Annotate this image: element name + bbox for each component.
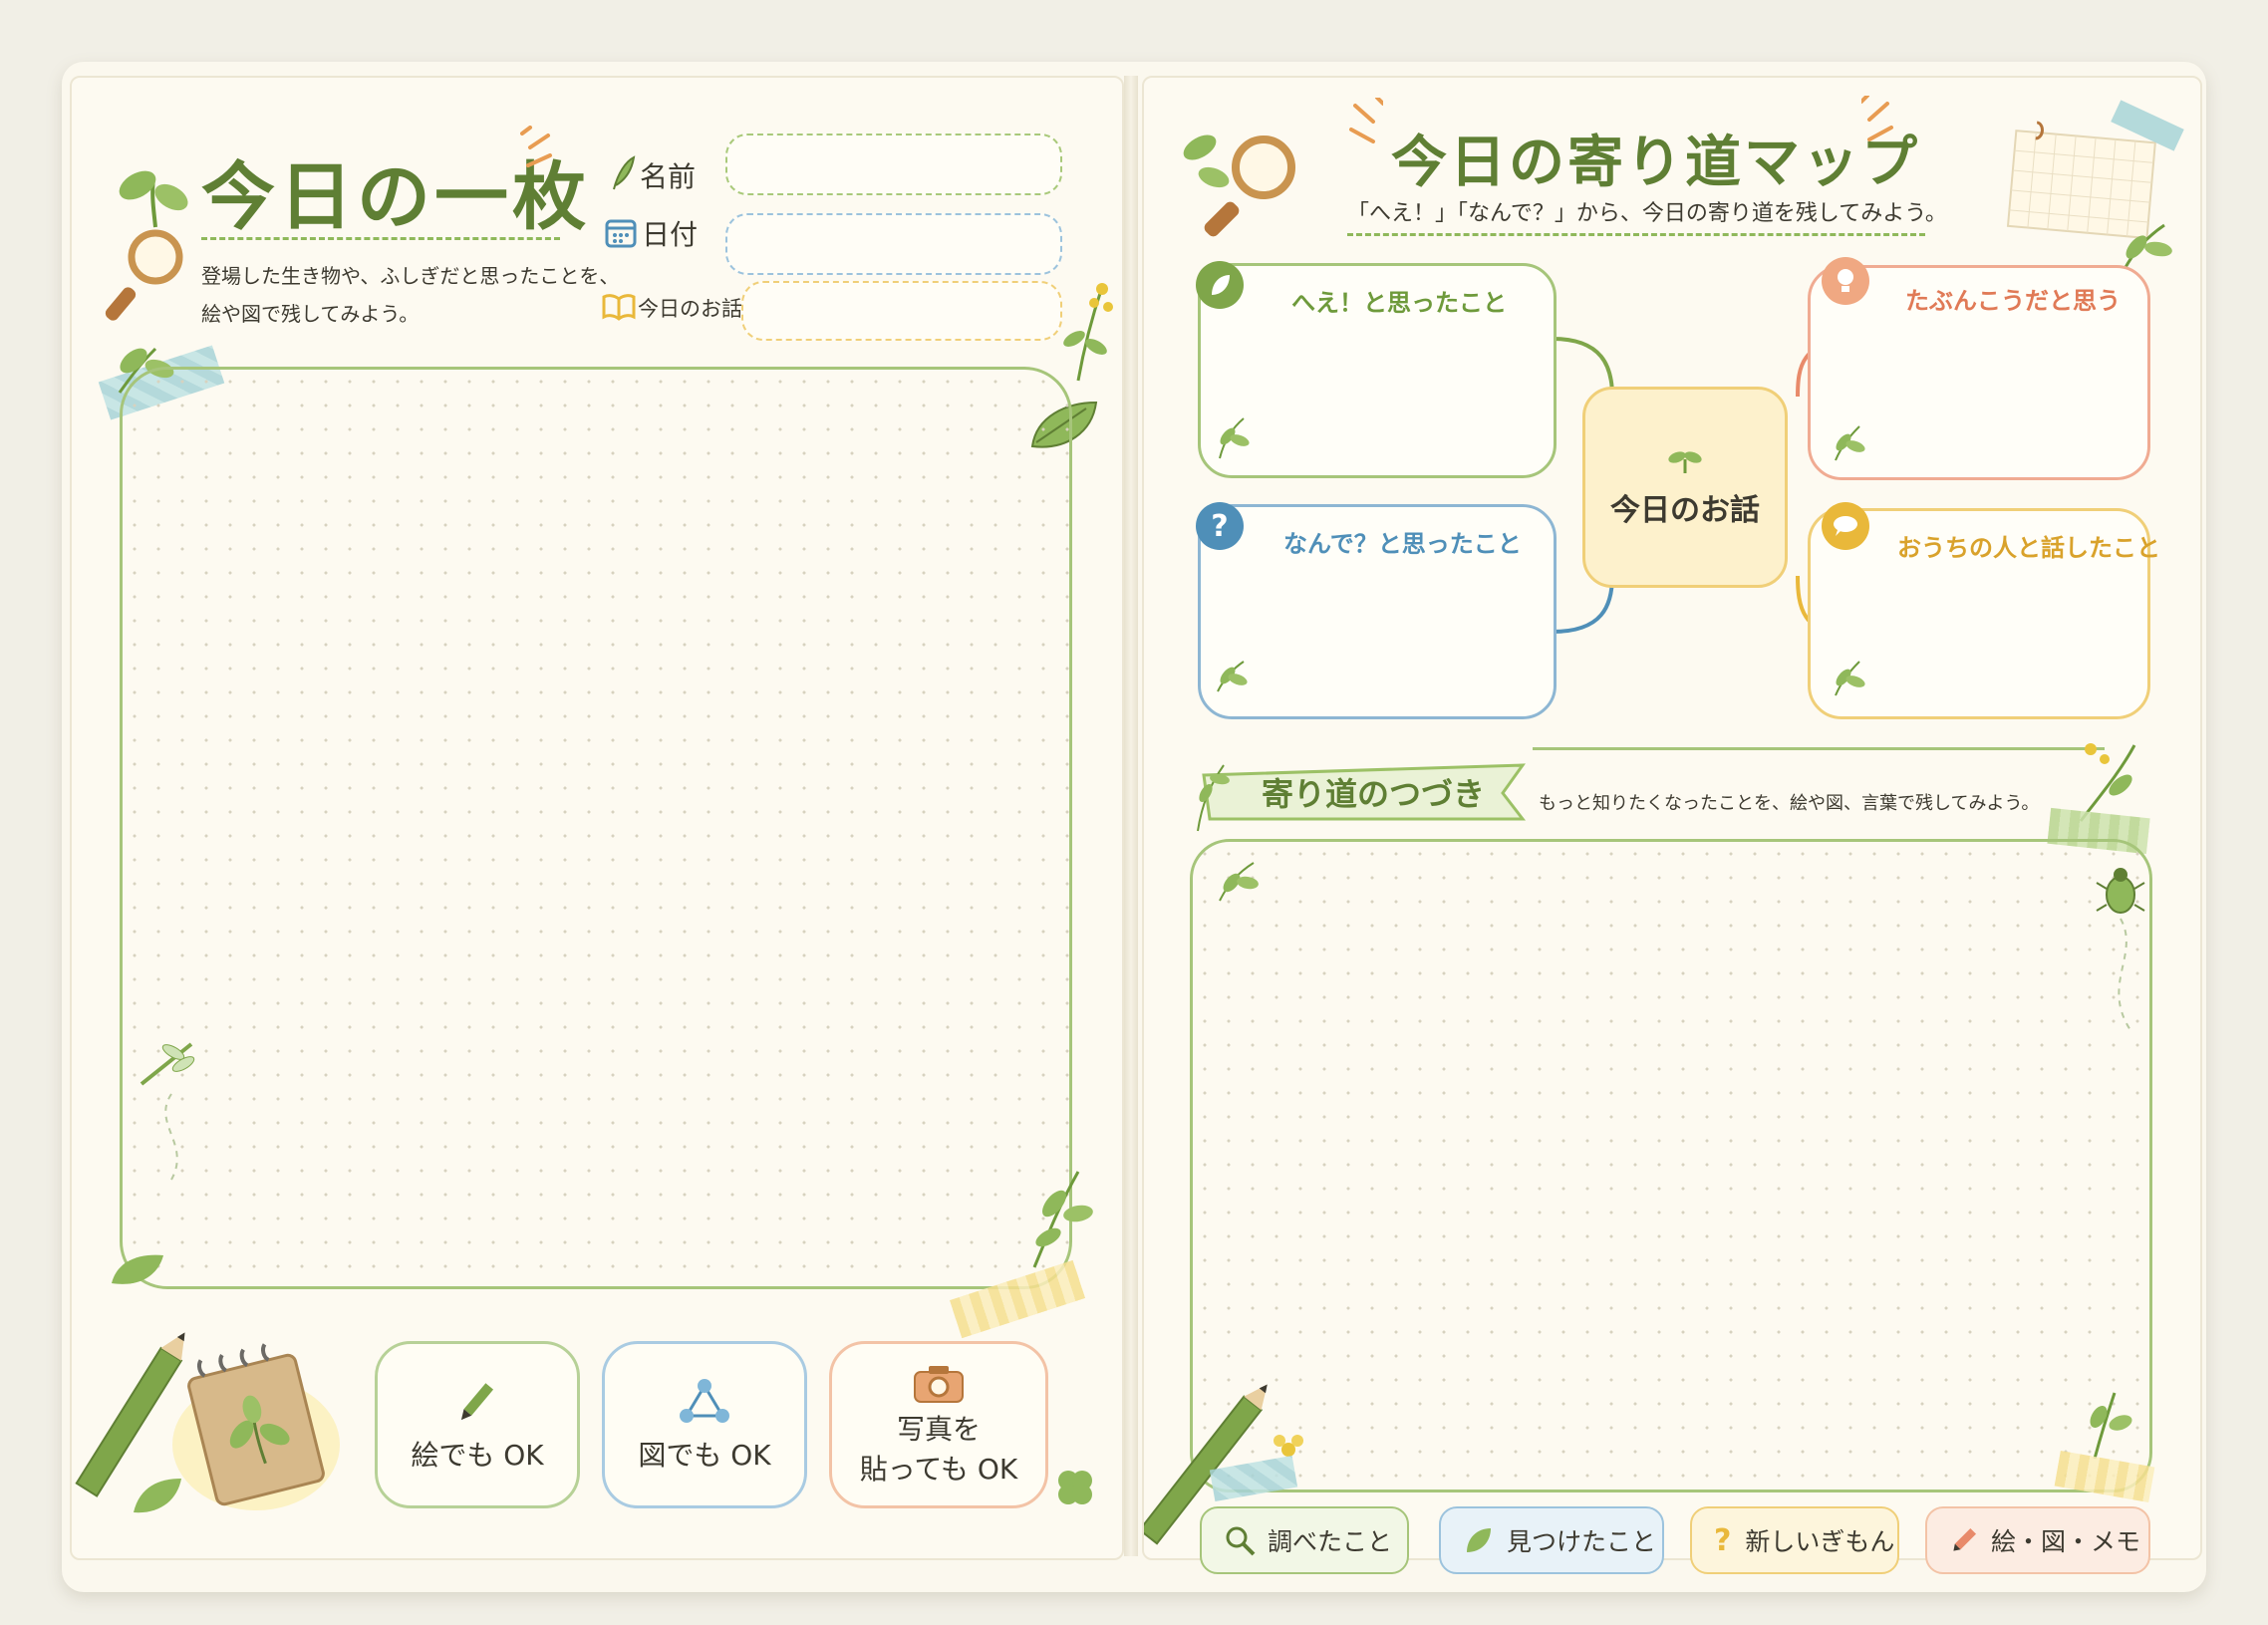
map-box-why[interactable] xyxy=(1198,504,1557,719)
question-icon: ? xyxy=(1714,1522,1732,1558)
continuation-hint: もっと知りたくなったことを、絵や図、言葉で残してみよう。 xyxy=(1539,793,2040,814)
book-icon xyxy=(602,294,636,321)
map-box-label: おうちの人と話したこと xyxy=(1897,534,2160,562)
right-page: 今日の寄り道マップ 「へえ！」「なんで？」から、今日の寄り道を残してみよう。 へ… xyxy=(1142,76,2202,1574)
notebook-icon xyxy=(172,1343,340,1510)
map-box-guess[interactable] xyxy=(1808,265,2150,480)
leaf-icon xyxy=(112,1254,163,1284)
drawing-area[interactable] xyxy=(120,367,1072,1289)
question-icon: ? xyxy=(1196,502,1244,550)
pencil-icon xyxy=(1953,1527,1977,1551)
leaf-sprig-icon xyxy=(1219,417,1250,459)
pencil-icon xyxy=(460,1383,494,1421)
title-underline xyxy=(201,237,560,240)
leaf-sprig-icon xyxy=(1835,425,1865,461)
date-field[interactable] xyxy=(725,213,1062,275)
mimosa-sprig-icon xyxy=(1063,283,1113,382)
pencil-icon xyxy=(75,1332,185,1497)
dragonfly-icon xyxy=(140,1042,195,1181)
continuation-rule xyxy=(1533,747,2105,750)
leaf-pen-icon xyxy=(613,155,636,190)
chip-drawing-memo: 絵・図・メモ xyxy=(1925,1506,2150,1574)
leaf-sprig-icon xyxy=(1835,661,1865,696)
continuation-title: 寄り道のつづき xyxy=(1262,775,1486,813)
badge-diagram-ok: 図でも OK xyxy=(602,1341,807,1508)
badge-photo-ok: 写真を 貼っても OK xyxy=(829,1341,1048,1508)
flower-icon xyxy=(1274,1435,1303,1457)
chip-discovered: 見つけたこと xyxy=(1439,1506,1664,1574)
field-label-date: 日付 xyxy=(642,218,699,251)
subtitle-underline xyxy=(1347,233,1925,236)
map-box-label: たぶんこうだと思う xyxy=(1905,287,2121,315)
lightbulb-icon xyxy=(1822,257,1869,305)
badge-drawing-ok: 絵でも OK xyxy=(375,1341,580,1508)
leaf-sprig-icon xyxy=(2090,1392,2132,1460)
field-label-name: 名前 xyxy=(640,160,697,193)
continuation-area[interactable] xyxy=(1190,839,2152,1492)
subtitle: 登場した生き物や、ふしぎだと思ったことを、 絵や図で残してみよう。 xyxy=(201,264,620,326)
magnifier-sprout-icon xyxy=(105,170,188,321)
sprout-icon xyxy=(1668,451,1702,473)
chip-research: 調べたこと xyxy=(1200,1506,1409,1574)
sparkle-icon xyxy=(1349,98,1383,143)
notebook-spine xyxy=(1124,76,1138,1556)
subtitle: 「へえ！」「なんで？」から、今日の寄り道を残してみよう。 xyxy=(1347,201,1947,226)
name-field[interactable] xyxy=(725,134,1062,195)
map-box-interesting[interactable] xyxy=(1198,263,1557,478)
magnifier-icon xyxy=(1226,1526,1256,1556)
center-label: 今日のお話 xyxy=(1610,493,1760,528)
field-label-story: 今日のお話 xyxy=(638,297,742,321)
calendar-icon xyxy=(605,219,637,248)
continuation-banner xyxy=(1197,763,1527,832)
map-box-label: へえ！と思ったこと xyxy=(1291,289,1507,317)
beetle-icon xyxy=(2096,868,2145,1031)
map-box-label: なんで？と思ったこと xyxy=(1283,530,1522,558)
speech-icon xyxy=(1822,502,1869,550)
chip-new-question: ? 新しいぎもん xyxy=(1690,1506,1899,1574)
leaf-sprig-icon xyxy=(1032,1171,1093,1268)
leaf-sprig-icon xyxy=(1219,862,1259,902)
camera-icon xyxy=(914,1366,964,1403)
leaf-icon xyxy=(1196,261,1244,309)
sparkle-icon xyxy=(520,126,552,167)
magnifier-sprout-icon xyxy=(1183,135,1295,237)
leaf-icon xyxy=(1467,1528,1491,1552)
page-title: 今日の一枚 xyxy=(201,154,590,240)
left-page: 今日の一枚 登場した生き物や、ふしぎだと思ったことを、 絵や図で残してみよう。 … xyxy=(70,76,1124,1560)
clover-icon xyxy=(1058,1471,1092,1504)
leaf-icon xyxy=(134,1479,181,1513)
leaf-sprig-icon xyxy=(1217,661,1248,692)
pencil-icon xyxy=(1144,1384,1268,1545)
story-field[interactable] xyxy=(741,281,1062,341)
sparkle-icon xyxy=(1861,96,1893,141)
network-icon xyxy=(680,1379,729,1423)
map-center: 今日のお話 xyxy=(1582,387,1788,588)
page-title: 今日の寄り道マップ xyxy=(1391,131,1920,195)
memo-paper-icon xyxy=(2006,100,2184,240)
